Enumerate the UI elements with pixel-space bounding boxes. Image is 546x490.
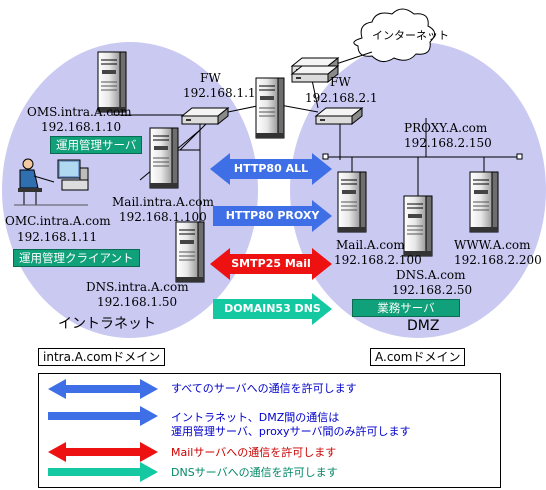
legend-text-3: Mailサーバへの通信を許可します — [171, 446, 337, 459]
proxy-ip: 192.168.2.150 — [404, 136, 492, 150]
legend-text-1: すべてのサーバへの通信を許可します — [171, 382, 357, 395]
intranet-domain-box: intra.A.comドメイン — [38, 348, 166, 366]
flow-arrow-2 — [213, 200, 332, 232]
dmz-domain-box: A.comドメイン — [370, 348, 466, 366]
internet-label: インターネット — [372, 29, 449, 42]
dmz-zone-label: DMZ — [407, 318, 440, 334]
flow-label-4: DOMAIN53 DNS — [224, 302, 321, 315]
legend-arrow-3 — [48, 442, 158, 462]
fw-intranet-ip: 192.168.1.1 — [183, 86, 256, 100]
dns-intra-name: DNS.intra.A.com — [86, 280, 189, 294]
legend-text-4: DNSサーバへの通信を許可します — [171, 466, 338, 479]
dns-intra-ip: 192.168.1.50 — [97, 295, 178, 309]
flow-arrow-3 — [210, 248, 332, 280]
oms-ip: 192.168.1.10 — [41, 120, 122, 134]
dns-dmz-ip: 192.168.2.50 — [392, 283, 473, 297]
flow-label-2: HTTP80 PROXY — [225, 209, 320, 222]
hub-left-terminator — [322, 153, 329, 160]
legend-text-2a: イントラネット、DMZ間の通信は — [171, 411, 340, 424]
legend-arrow-4 — [48, 462, 158, 482]
omc-name: OMC.intra.A.com — [5, 214, 111, 228]
flow-arrow-4 — [213, 293, 332, 325]
intranet-zone-label: イントラネット — [58, 316, 156, 332]
flow-arrow-1 — [210, 153, 332, 185]
omc-ip: 192.168.1.11 — [17, 230, 98, 244]
mail-intra-ip: 192.168.1.100 — [119, 210, 207, 224]
legend-arrow-1 — [48, 379, 158, 399]
business-server-badge: 業務サーバ — [352, 299, 460, 317]
flow-label-3: SMTP25 Mail — [231, 257, 311, 270]
mail-intra-name: Mail.intra.A.com — [112, 195, 214, 209]
operator-workstation-icon — [14, 158, 89, 206]
omc-role-badge: 運用管理クライアント — [13, 249, 140, 267]
oms-role-badge: 運用管理サーバ — [50, 136, 143, 154]
legend-arrow-2 — [48, 406, 158, 426]
mail-dmz-ip: 192.168.2.100 — [334, 253, 422, 267]
fw-intranet-label: FW — [200, 71, 221, 85]
www-name: WWW.A.com — [454, 238, 531, 252]
proxy-name: PROXY.A.com — [404, 121, 488, 135]
hub-right-terminator — [516, 153, 523, 160]
fw-dmz-ip: 192.168.2.1 — [305, 91, 378, 105]
internet-cloud — [353, 8, 435, 62]
flow-label-1: HTTP80 ALL — [233, 162, 309, 175]
oms-name: OMS.intra.A.com — [27, 105, 132, 119]
mail-dmz-name: Mail.A.com — [336, 238, 405, 252]
legend-text-2b: 運用管理サーバ、proxyサーバ間のみ許可します — [171, 425, 411, 438]
fw-dmz-label: FW — [330, 75, 351, 89]
www-ip: 192.168.2.200 — [454, 253, 542, 267]
dns-dmz-name: DNS.A.com — [396, 268, 466, 282]
